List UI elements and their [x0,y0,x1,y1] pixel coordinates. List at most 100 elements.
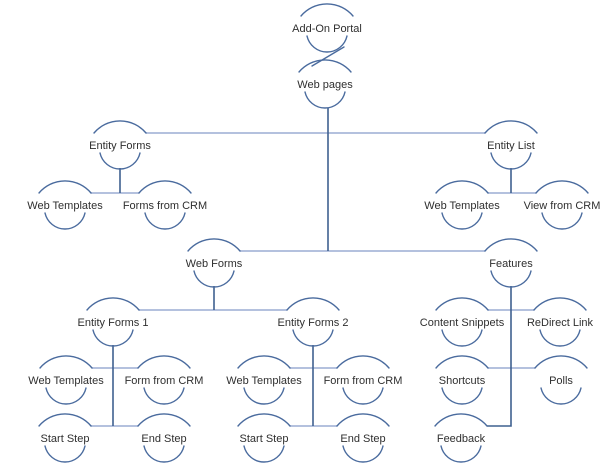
node-label: Add-On Portal [292,23,362,35]
diagram-nodes: Add-On Portal Web pages Entity Forms Ent… [27,3,601,463]
node-shortcuts: Shortcuts [435,355,489,405]
node-arc-bottom [44,212,86,230]
node-entity-list: Entity List [484,120,538,170]
node-arc-top [138,180,192,194]
node-label: Entity List [487,140,535,152]
node-arc-bottom [490,270,532,288]
node-arc-bottom [304,91,346,109]
connectors-vertical [112,108,512,427]
node-label: Entity Forms [89,140,151,152]
node-start-step-ef2: Start Step [237,413,291,463]
node-arc-top [484,120,538,134]
node-arc-bottom [541,212,583,230]
node-arc-bottom [539,329,581,347]
node-view-from-crm: View from CRM [524,180,601,230]
node-arc-top [38,413,92,427]
node-arc-bottom [292,329,334,347]
node-arc-top [298,59,352,73]
node-web-templates-under-entity-forms: Web Templates [27,180,103,230]
node-arc-top [435,355,489,369]
node-arc-top [39,355,93,369]
node-arc-bottom [143,387,185,405]
node-web-forms: Web Forms [186,238,243,288]
node-polls: Polls [534,355,588,405]
node-label: Web Templates [226,375,302,387]
node-label: Content Snippets [420,317,505,329]
node-label: Entity Forms 2 [278,317,349,329]
node-label: Shortcuts [439,375,486,387]
node-arc-top [38,180,92,194]
node-start-step-ef1: Start Step [38,413,92,463]
node-arc-top [435,180,489,194]
node-arc-top [534,355,588,369]
node-arc-top [484,238,538,252]
node-arc-bottom [144,212,186,230]
node-label: End Step [141,433,186,445]
node-arc-bottom [441,329,483,347]
node-web-templates-under-ef2: Web Templates [226,355,302,405]
stem-features-elbow-feedback [487,286,512,427]
node-label: Form from CRM [324,375,403,387]
node-arc-top [93,120,147,134]
node-arc-top [286,297,340,311]
node-content-snippets: Content Snippets [420,297,505,347]
node-arc-bottom [441,387,483,405]
node-add-on-portal: Add-On Portal [292,3,362,53]
node-entity-forms-2: Entity Forms 2 [278,297,349,347]
node-label: Feedback [437,433,486,445]
node-end-step-ef2: End Step [336,413,390,463]
node-arc-bottom [243,387,285,405]
node-arc-top [336,355,390,369]
node-arc-bottom [193,270,235,288]
node-arc-bottom [99,152,141,170]
node-form-from-crm-under-ef2: Form from CRM [324,355,403,405]
node-arc-bottom [92,329,134,347]
node-web-templates-under-entity-list: Web Templates [424,180,500,230]
node-arc-top [435,297,489,311]
node-label: Web Templates [424,200,500,212]
squiggle-diagonal [311,46,345,67]
node-arc-bottom [45,387,87,405]
node-features: Features [484,238,538,288]
node-label: View from CRM [524,200,601,212]
node-label: Forms from CRM [123,200,207,212]
node-label: ReDirect Link [527,317,594,329]
node-form-from-crm-under-ef1: Form from CRM [125,355,204,405]
node-feedback: Feedback [434,413,488,463]
root-squiggle-connector [311,46,345,67]
node-arc-top [336,413,390,427]
node-arc-bottom [540,387,582,405]
node-label: Features [489,258,533,270]
node-arc-top [533,297,587,311]
node-arc-top [237,413,291,427]
node-arc-top [86,297,140,311]
node-web-pages: Web pages [297,59,353,109]
node-arc-top [535,180,589,194]
node-label: Start Step [240,433,289,445]
node-arc-top [237,355,291,369]
node-label: Start Step [41,433,90,445]
node-arc-top [300,3,354,17]
node-arc-bottom [342,445,384,463]
node-label: Web Templates [28,375,104,387]
node-arc-top [137,413,191,427]
node-arc-bottom [306,35,348,53]
node-arc-top [137,355,191,369]
node-label: Entity Forms 1 [78,317,149,329]
node-label: Web pages [297,79,353,91]
node-arc-top [434,413,488,427]
node-label: Web Forms [186,258,243,270]
node-arc-bottom [441,212,483,230]
node-redirect-link: ReDirect Link [527,297,594,347]
node-entity-forms-1: Entity Forms 1 [78,297,149,347]
node-label: Polls [549,375,573,387]
node-arc-top [187,238,241,252]
node-forms-from-crm: Forms from CRM [123,180,207,230]
node-end-step-ef1: End Step [137,413,191,463]
node-arc-bottom [44,445,86,463]
node-label: Form from CRM [125,375,204,387]
node-arc-bottom [342,387,384,405]
node-entity-forms: Entity Forms [89,120,151,170]
